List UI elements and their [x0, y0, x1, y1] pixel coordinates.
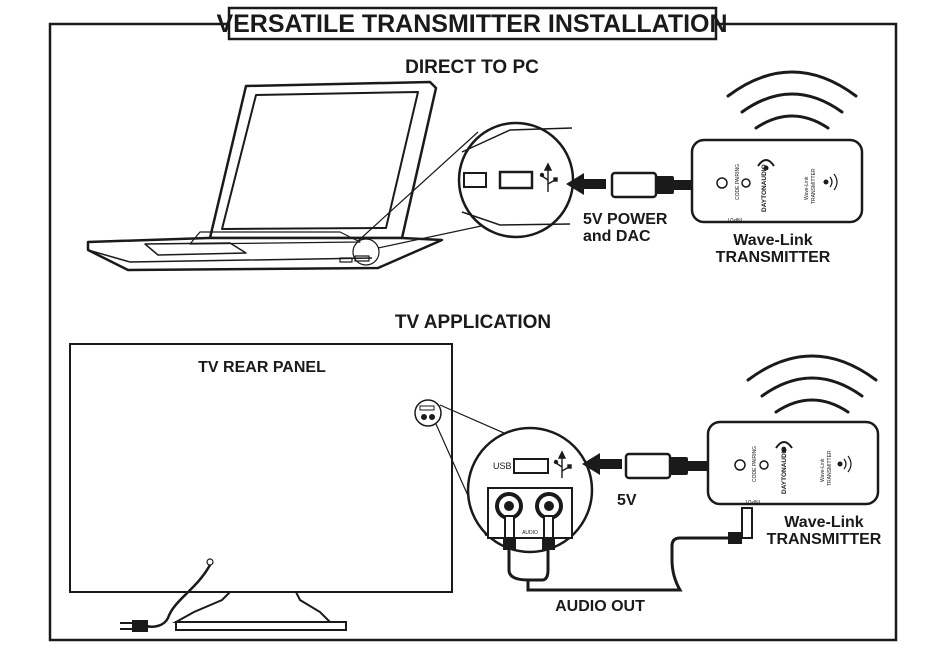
model-label-line1: Wave-Link	[820, 458, 826, 482]
wireless-waves-icon	[726, 70, 858, 130]
wireless-waves-icon	[746, 354, 878, 414]
tv-section-heading: TV APPLICATION	[395, 312, 551, 333]
tv-illustration	[69, 343, 453, 631]
page-title: VERSATILE TRANSMITTER INSTALLATION	[216, 10, 727, 38]
tv-port-closeup: USB AUDIO	[466, 426, 594, 554]
usb-port-label: USB	[493, 461, 512, 471]
laptop-port-closeup	[457, 121, 575, 239]
laptop-illustration	[86, 80, 444, 272]
code-pairing-label: CODE PAIRING	[735, 164, 741, 200]
tv-port-callout-marker	[414, 399, 442, 427]
tv-rear-panel-label: TV REAR PANEL	[198, 359, 326, 376]
input-label: INPUT	[745, 498, 760, 504]
tv-transmitter-device: CODE PAIRING DAYTONAUDIO Wave-Link TRANS…	[706, 420, 880, 506]
code-pairing-label: CODE PAIRING	[752, 446, 758, 482]
brand-label: DAYTONAUDIO	[781, 446, 788, 494]
pc-transmitter-name-line1: Wave-Link	[733, 232, 813, 249]
model-label-line1: Wave-Link	[804, 176, 810, 200]
pc-transmitter-name-line2: TRANSMITTER	[716, 249, 831, 266]
tv-transmitter-name-line1: Wave-Link	[784, 514, 864, 531]
power-plug-icon	[120, 564, 212, 632]
audio-port-label: AUDIO	[522, 530, 538, 536]
brand-label: DAYTONAUDIO	[761, 164, 768, 212]
pc-section-heading: DIRECT TO PC	[405, 57, 539, 78]
pc-connection-label-line1: 5V POWER	[583, 211, 668, 228]
model-label-line2: TRANSMITTER	[827, 450, 833, 486]
usb-cable-plug	[610, 171, 696, 199]
model-label-line2: TRANSMITTER	[811, 168, 817, 204]
usb-icon	[539, 162, 558, 192]
pc-transmitter-device: CODE PAIRING DAYTONAUDIO Wave-Link TRANS…	[690, 138, 864, 224]
tv-power-label: 5V	[617, 492, 637, 509]
arrow-left-icon	[582, 453, 622, 475]
tv-transmitter-name-line2: TRANSMITTER	[767, 531, 882, 548]
audio-out-label: AUDIO OUT	[555, 598, 645, 615]
laptop-port-callout-marker	[352, 238, 380, 266]
rca-audio-cable	[503, 507, 753, 592]
usb-icon	[553, 450, 572, 478]
title-banner: VERSATILE TRANSMITTER INSTALLATION	[216, 6, 728, 41]
usb-cable-plug	[624, 452, 710, 480]
input-label: INPUT	[727, 216, 742, 222]
pc-connection-label-line2: and DAC	[583, 228, 651, 245]
arrow-left-icon	[566, 173, 606, 195]
